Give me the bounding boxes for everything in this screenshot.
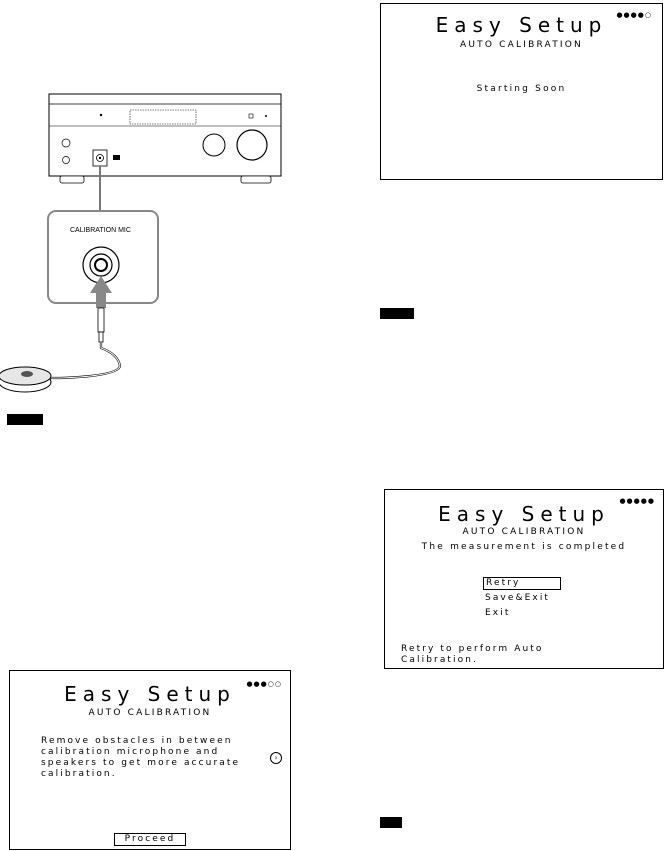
menu-item-exit[interactable]: Exit <box>485 608 511 618</box>
screen-remove-obstacles: ●●●○○ Easy Setup AUTO CALIBRATION Remove… <box>9 670 291 850</box>
receiver-illustration <box>0 93 282 393</box>
menu-item-save-exit[interactable]: Save&Exit <box>485 593 551 603</box>
hint-text: Retry to perform Auto Calibration. <box>401 644 544 665</box>
screen-title: Easy Setup <box>438 502 610 526</box>
note-marker <box>380 817 402 828</box>
screen-subtitle: AUTO CALIBRATION <box>88 708 212 718</box>
screen-subtitle: AUTO CALIBRATION <box>462 527 586 537</box>
progress-dots: ●●●●● <box>619 497 655 505</box>
progress-dots: ●●●●○ <box>616 11 652 19</box>
screen-title: Easy Setup <box>435 13 608 37</box>
screen-title: Easy Setup <box>64 682 236 706</box>
note-marker <box>7 414 43 425</box>
note-marker <box>380 308 414 319</box>
screen-starting-soon: ●●●●○ Easy Setup AUTO CALIBRATION Starti… <box>380 3 663 180</box>
progress-dots: ●●●○○ <box>246 680 282 688</box>
status-message: Starting Soon <box>476 84 567 94</box>
screen-measurement-completed: ●●●●● Easy Setup AUTO CALIBRATION The me… <box>384 489 664 669</box>
calibration-mic-label: CALIBRATION MIC <box>70 227 131 234</box>
screen-subtitle: AUTO CALIBRATION <box>460 40 583 50</box>
status-message: The measurement is completed <box>421 542 627 552</box>
instruction-text: Remove obstacles in between calibration … <box>41 736 241 779</box>
menu-item-retry[interactable]: Retry <box>483 577 561 590</box>
next-arrow-icon: › <box>270 752 282 764</box>
proceed-button[interactable]: Proceed <box>114 833 186 846</box>
